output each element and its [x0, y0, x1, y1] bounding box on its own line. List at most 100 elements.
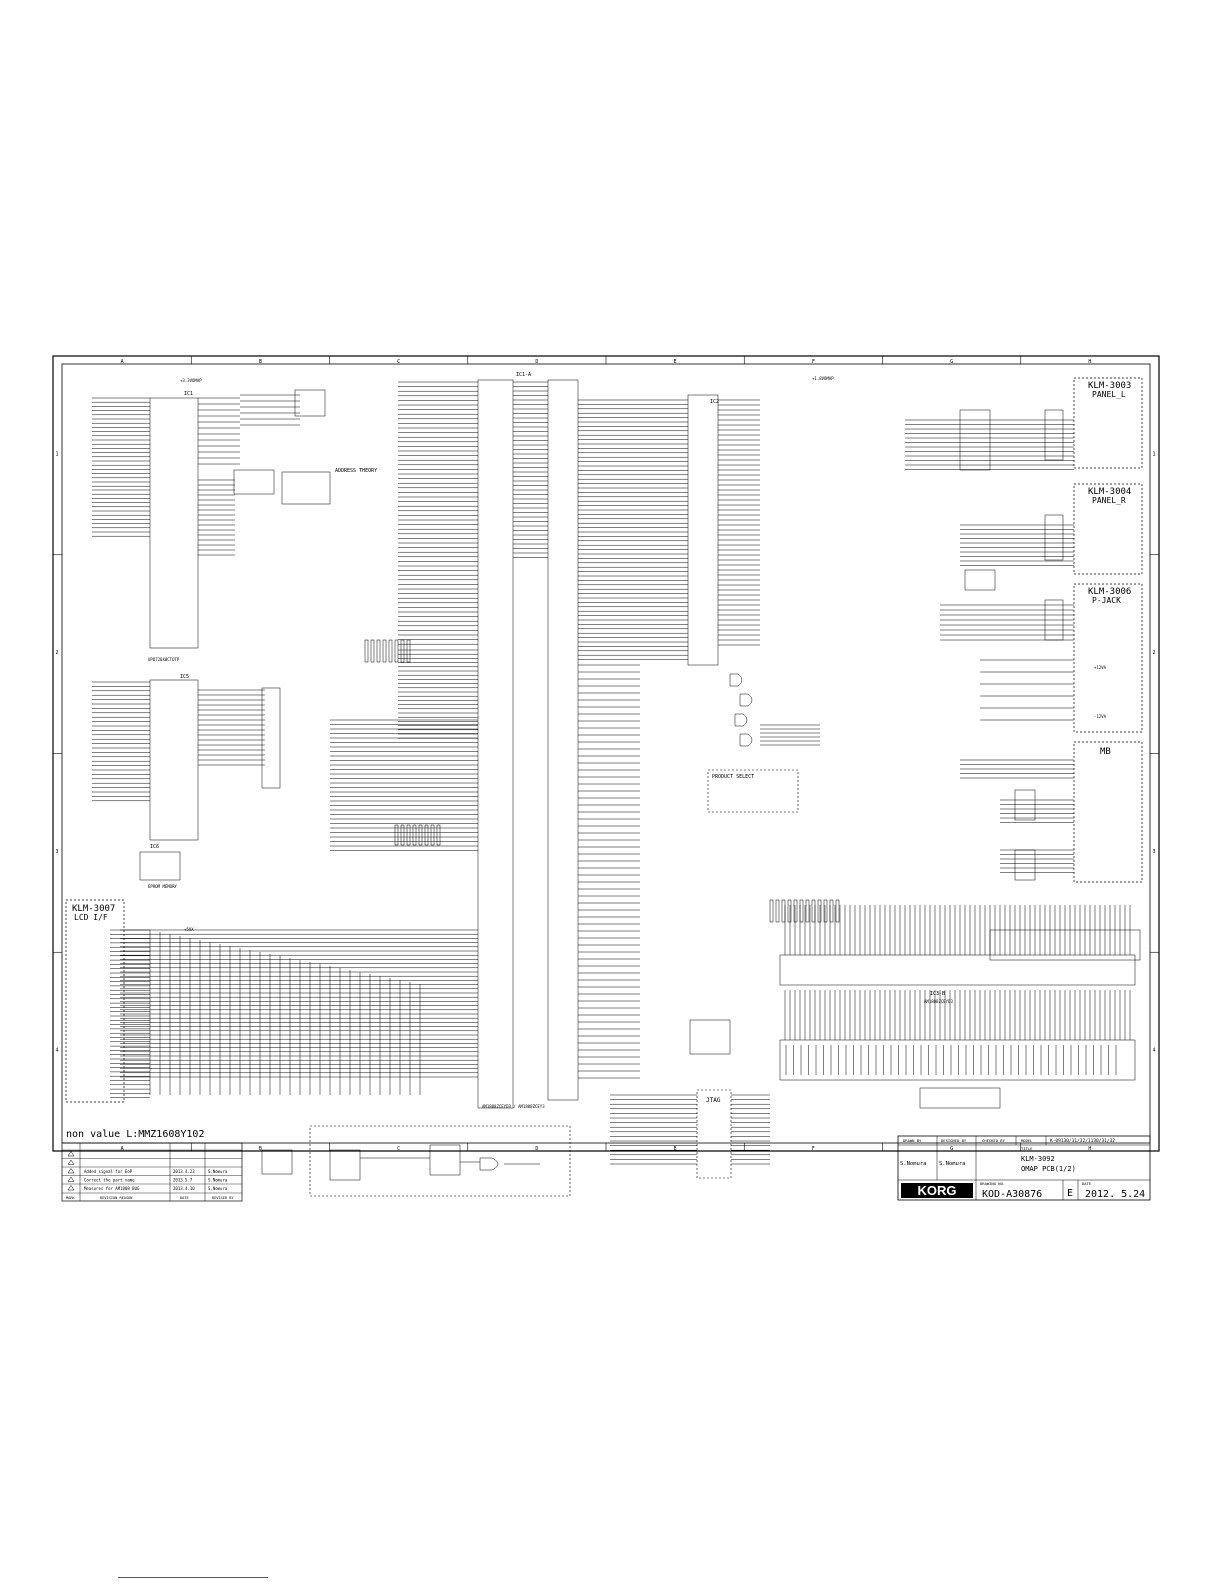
diode-array	[964, 569, 996, 591]
column-marker: G	[950, 359, 953, 365]
resistor	[376, 639, 381, 663]
revision-by: S.Nomura	[208, 1186, 228, 1191]
resistor	[400, 639, 405, 663]
resistor	[388, 639, 393, 663]
rail-label: +12VA	[1094, 665, 1107, 670]
designed-by-value: S.Nomura	[939, 1161, 966, 1167]
resistor	[805, 899, 810, 923]
column-marker: G	[950, 1146, 953, 1152]
connector-id: MB	[1100, 747, 1111, 757]
column-marker: E	[674, 1146, 677, 1152]
resistor	[823, 899, 828, 923]
revision-reason: Correct the part name	[84, 1178, 135, 1183]
resistor	[382, 639, 387, 663]
resistor	[793, 899, 798, 923]
resistor	[787, 899, 792, 923]
title-line-1: KLM-3092	[1021, 1155, 1055, 1163]
column-marker: B	[259, 1146, 262, 1152]
revision-by: S.Nomura	[208, 1178, 228, 1183]
resistor	[364, 639, 369, 663]
logic-gate-icon	[734, 713, 748, 727]
conn-klm3006-pins	[1044, 599, 1064, 641]
drawn-by-label: DRAWN BY	[903, 1138, 922, 1143]
reset-ic	[429, 1144, 461, 1176]
main-soc-body	[477, 379, 514, 1109]
ic-sub-label: EPROM MEMORY	[148, 884, 177, 889]
checked-by-label: CHECKED BY	[982, 1138, 1006, 1143]
ic5-body	[149, 679, 199, 841]
column-marker: C	[397, 359, 400, 365]
product-select-title: PRODUCT SELECT	[712, 774, 754, 780]
date-label: DATE	[1082, 1181, 1092, 1186]
rev-header-by: REVISED BY	[212, 1196, 234, 1200]
row-marker: 1	[1152, 451, 1155, 457]
resistor	[370, 639, 375, 663]
ic-label: IC1-A	[516, 372, 531, 378]
resistor	[406, 824, 411, 846]
title-label: TITLE	[1021, 1146, 1033, 1151]
rev-header-date: DATE	[180, 1196, 189, 1200]
ic-sub-label: UPD720X0CTOTP	[148, 657, 180, 662]
resistor-array	[233, 469, 275, 495]
revision-mark-icon	[67, 1168, 75, 1174]
ic3b-body	[779, 954, 1136, 986]
small-ic	[261, 1149, 293, 1175]
revision-date: 2013.5.7	[173, 1178, 193, 1183]
ferrite-bead	[919, 1087, 1001, 1109]
revision-letter: E	[1067, 1188, 1073, 1199]
rail-label: -12VA	[1094, 714, 1107, 719]
resistor	[436, 824, 441, 846]
column-marker: F	[812, 359, 815, 365]
designed-by-label: DESIGNED BY	[941, 1138, 967, 1143]
column-marker: F	[812, 1146, 815, 1152]
revision-mark-icon	[67, 1159, 75, 1165]
connector-klm-3006: KLM-3006 P-JACK	[1073, 583, 1143, 733]
ic-label: IC6	[150, 844, 159, 850]
logic-gate-icon	[729, 673, 743, 687]
drawing-number: KOD-A30876	[982, 1189, 1042, 1200]
resistor	[775, 899, 780, 923]
drawing-date: 2012. 5.24	[1085, 1189, 1145, 1200]
revision-mark-icon	[67, 1185, 75, 1191]
ic3-body	[547, 379, 579, 1101]
title-line-2: OMAP PCB(1/2)	[1021, 1165, 1076, 1173]
column-marker: D	[535, 1146, 538, 1152]
conn-klm3003-pins	[1044, 409, 1064, 461]
ic2-body	[687, 394, 719, 666]
connector-sub: PANEL_R	[1092, 496, 1126, 505]
resistor	[817, 899, 822, 923]
column-marker: B	[259, 359, 262, 365]
connector-sub: P-JACK	[1092, 596, 1121, 605]
and-gate-icon	[479, 1157, 499, 1171]
ic5-right-pack	[261, 687, 281, 789]
connector-mb: MB	[1073, 741, 1143, 883]
ic-sub-label: AM1808ZCEYD3	[924, 999, 953, 1004]
revision-by: S.Nomura	[208, 1169, 228, 1174]
title-block: DRAWN BY DESIGNED BY CHECKED BY MODEL K-…	[897, 1135, 1151, 1201]
resistor	[829, 899, 834, 923]
row-marker: 4	[1152, 1048, 1155, 1054]
connector-id: KLM-3003	[1088, 381, 1131, 391]
regulator-ic	[329, 1149, 361, 1181]
row-marker: 4	[55, 1048, 58, 1054]
resistor	[781, 899, 786, 923]
rev-header-reason: REVISION REASON	[100, 1196, 132, 1200]
revision-mark-icon	[67, 1151, 75, 1157]
rail-label: +1.8VOMAP	[812, 376, 834, 381]
footer-link-underline	[118, 1577, 268, 1578]
row-marker: 1	[55, 451, 58, 457]
resistor	[418, 824, 423, 846]
crystal-osc	[689, 1019, 731, 1055]
connector-sub: PANEL_L	[1092, 390, 1126, 399]
ic-label: IC2	[710, 399, 719, 405]
resistor	[835, 899, 840, 923]
resistor	[400, 824, 405, 846]
conn-klm3004-pins	[1044, 514, 1064, 561]
row-marker: 2	[1152, 650, 1155, 656]
resistor	[769, 899, 774, 923]
row-marker: 2	[55, 650, 58, 656]
ic-sub-label: AM1808ZCEYD3 / AM1808ZCEY3	[482, 1104, 545, 1109]
